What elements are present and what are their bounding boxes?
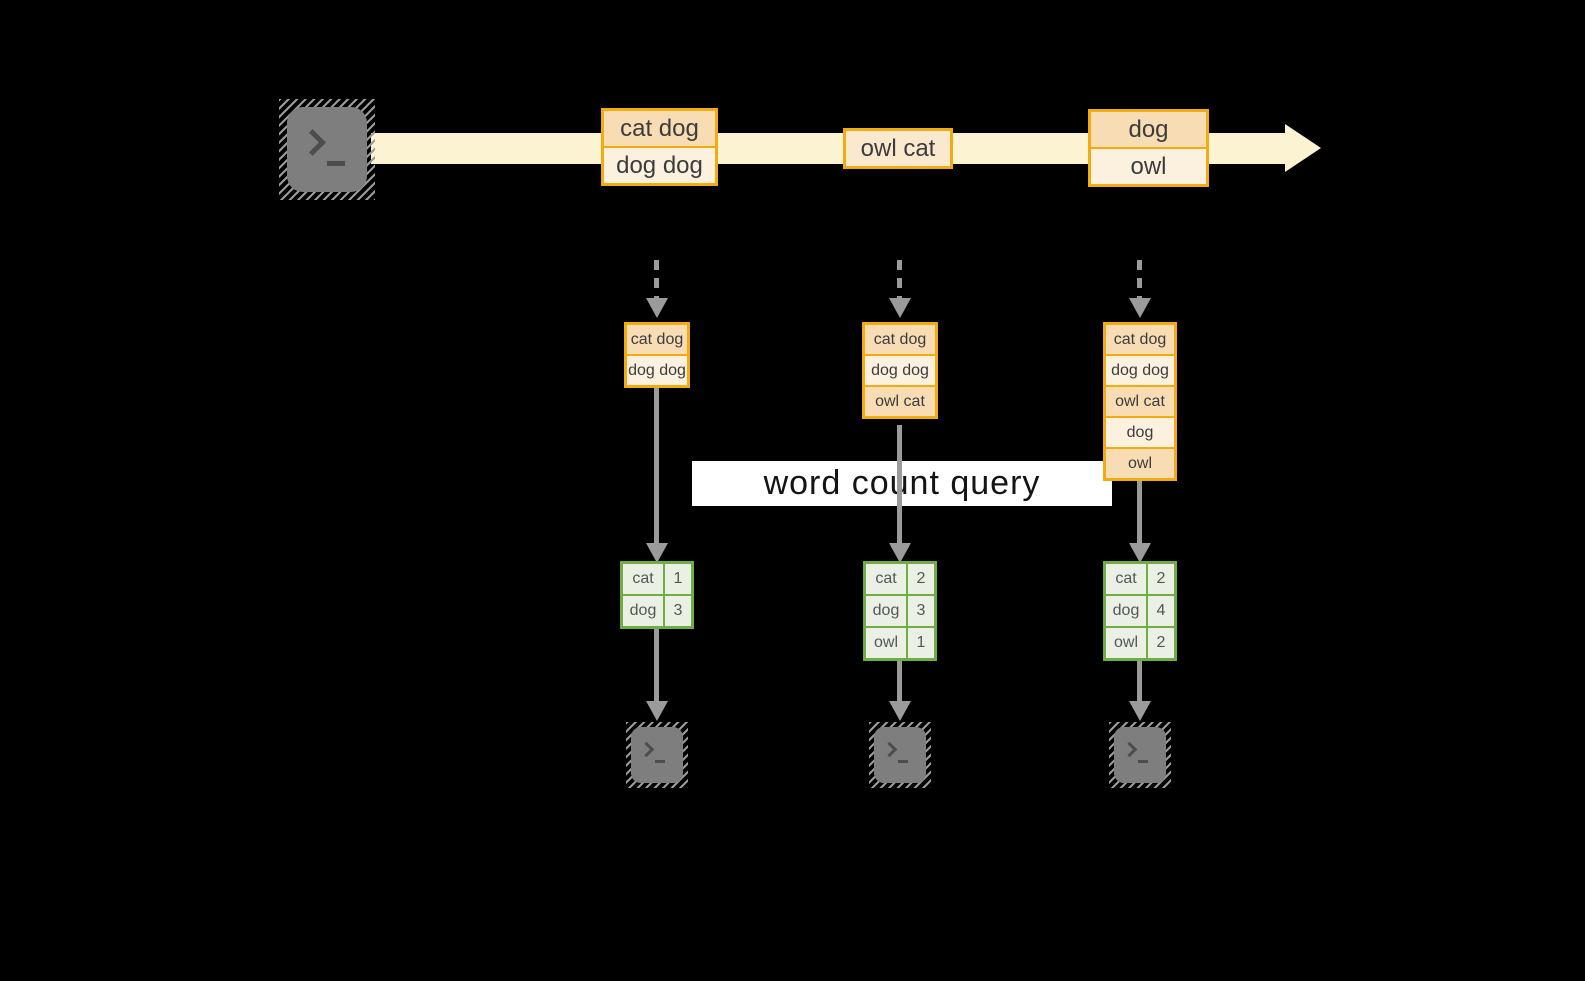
state-item: cat dog (627, 325, 687, 354)
word-count-query-label: word count query (692, 461, 1112, 506)
terminal-body (287, 107, 367, 192)
terminal-source-icon (279, 99, 375, 200)
prompt-underscore (1138, 760, 1148, 763)
stream-batch: owl cat (843, 128, 953, 169)
state-item: cat dog (865, 325, 935, 354)
arrow-down-icon (646, 543, 668, 563)
arrow-down-icon (889, 543, 911, 563)
state-item: dog dog (1106, 356, 1174, 385)
state-item: dog (1106, 418, 1174, 447)
count-cell: 3 (908, 596, 934, 626)
count-cell: 4 (1148, 596, 1174, 626)
dashed-arrow (654, 260, 659, 300)
stream-item: dog dog (604, 148, 715, 183)
word-cell: dog (623, 596, 663, 626)
prompt-underscore (327, 161, 345, 166)
prompt-chevron-icon (881, 741, 898, 758)
word-cell: owl (866, 628, 906, 658)
arrow-down-icon (1129, 543, 1151, 563)
connector-line (654, 388, 659, 544)
count-cell: 1 (665, 564, 691, 594)
connector-line (1137, 481, 1142, 544)
terminal-sink-icon (626, 722, 688, 788)
arrow-down-icon (1129, 298, 1151, 318)
state-item: owl (1106, 449, 1174, 478)
count-cell: 1 (908, 628, 934, 658)
count-cell: 2 (1148, 564, 1174, 594)
stream-item: dog (1091, 112, 1206, 147)
state-item: owl cat (1106, 387, 1174, 416)
prompt-chevron-icon (638, 741, 655, 758)
arrow-down-icon (889, 701, 911, 721)
word-cell: dog (866, 596, 906, 626)
state-item: dog dog (627, 356, 687, 385)
word-cell: cat (866, 564, 906, 594)
word-cell: cat (623, 564, 663, 594)
prompt-chevron-icon (1121, 741, 1138, 758)
connector-line (654, 629, 659, 701)
prompt-chevron-icon (299, 129, 326, 156)
connector-line (1137, 661, 1142, 701)
connector-line (897, 661, 902, 701)
dashed-arrow (897, 260, 902, 300)
prompt-underscore (898, 760, 908, 763)
stream-item: owl (1091, 149, 1206, 184)
state-item: dog dog (865, 356, 935, 385)
connector-line (897, 425, 902, 544)
arrow-down-icon (889, 298, 911, 318)
count-cell: 3 (665, 596, 691, 626)
state-item: owl cat (865, 387, 935, 416)
count-cell: 2 (1148, 628, 1174, 658)
stream-arrowhead-icon (1285, 124, 1321, 172)
word-cell: cat (1106, 564, 1146, 594)
terminal-body (874, 727, 926, 783)
count-cell: 2 (908, 564, 934, 594)
terminal-body (631, 727, 683, 783)
stream-item: cat dog (604, 111, 715, 146)
terminal-sink-icon (1109, 722, 1171, 788)
stream-item: owl cat (846, 131, 950, 166)
word-cell: dog (1106, 596, 1146, 626)
prompt-underscore (655, 760, 665, 763)
arrow-down-icon (646, 298, 668, 318)
word-cell: owl (1106, 628, 1146, 658)
arrow-down-icon (646, 701, 668, 721)
dashed-arrow (1137, 260, 1142, 300)
state-item: cat dog (1106, 325, 1174, 354)
terminal-body (1114, 727, 1166, 783)
terminal-sink-icon (869, 722, 931, 788)
arrow-down-icon (1129, 701, 1151, 721)
